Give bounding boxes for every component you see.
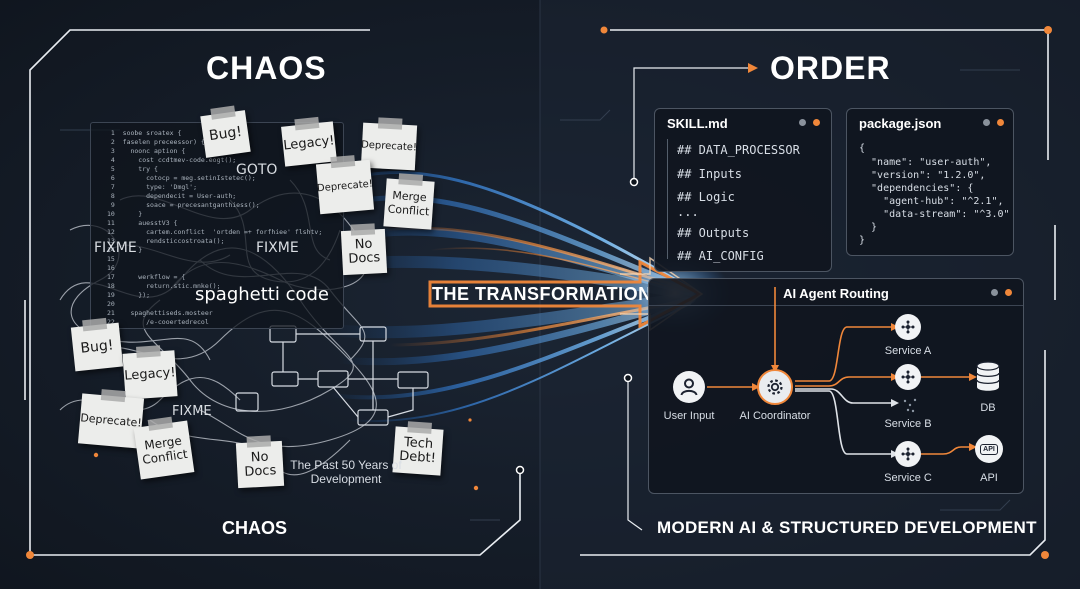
ai-coordinator-label: AI Coordinator <box>739 410 811 422</box>
skill-md-line: ## Logic <box>677 190 735 204</box>
package-json-line: "agent-hub": "^2.1", <box>859 196 1004 207</box>
legacy-code-line: 1 soobe sroatex { <box>107 129 182 137</box>
legacy-code-line: 11 auesstV3 { <box>107 219 178 227</box>
window-dot-icon <box>991 289 998 296</box>
skill-md-title: SKILL.md <box>667 116 728 131</box>
skill-md-line: ## Outputs <box>677 226 750 240</box>
sticky-note: No Docs <box>340 228 388 276</box>
db-label: DB <box>980 402 996 414</box>
scrawl-spaghetti-code: spaghetti code <box>195 284 329 305</box>
skill-md-line: ... <box>677 205 699 219</box>
chaos-footer: CHAOS <box>222 518 288 538</box>
legacy-code-text: 1 soobe sroatex { 2 faselen preceessor) … <box>107 129 322 327</box>
skill-md-line: ## DATA_PROCESSOR <box>677 143 800 157</box>
gear-icon <box>757 369 793 405</box>
legacy-code-line: 9 soace = precesantganthiess(); <box>107 201 260 209</box>
sticky-note: Bug! <box>70 322 124 372</box>
legacy-code-line: 18 return.stic.mnke(); <box>107 282 221 290</box>
package-json-line: } <box>859 235 866 246</box>
scrawl-fixme: FIXME <box>256 240 299 256</box>
legacy-code-line: 20 <box>107 300 123 308</box>
window-dot-icon <box>1005 289 1012 296</box>
legacy-code-line: 19 }); <box>107 291 151 299</box>
sticky-note: Merge Conflict <box>133 420 195 480</box>
sticky-note: Bug! <box>200 110 251 158</box>
user-input-label: User Input <box>663 410 715 422</box>
chaos-caption: The Past 50 Years of Development <box>290 458 402 486</box>
window-dot-icon <box>983 119 990 126</box>
package-json-panel: package.json { "name": "user-auth", "ver… <box>846 108 1014 256</box>
legacy-code-line: 10 } <box>107 210 143 218</box>
order-heading: ORDER <box>770 50 891 86</box>
scrawl-fixme: FIXME <box>94 240 137 256</box>
service-network-icon <box>895 441 921 467</box>
legacy-code-line: 7 type: 'Dmgl'; <box>107 183 198 191</box>
legacy-code-line: 14 } <box>107 246 143 254</box>
legacy-code-line: 16 <box>107 264 123 272</box>
sticky-note: No Docs <box>235 440 285 489</box>
skill-md-line: ## Inputs <box>677 167 743 181</box>
legacy-code-line: 4 cost ccdtmev-code.eogt(); <box>107 156 237 164</box>
legacy-code-line: 2 faselen preceessor) { <box>107 138 205 146</box>
window-dot-icon <box>799 119 806 126</box>
package-json-line: "dependencies": { <box>859 183 974 194</box>
scrawl-goto: GOTO <box>236 162 278 178</box>
routing-panel-header <box>649 279 1023 306</box>
package-json-line: { <box>859 143 866 154</box>
routing-connectors <box>707 287 977 458</box>
ai-agent-routing-panel: AI Agent Routing <box>648 278 1024 494</box>
legacy-code-line: 12 cartem.conflict 'ortden =+ forfhiee' … <box>107 228 323 236</box>
skill-md-line: ## AI_CONFIG <box>677 249 764 263</box>
legacy-code-line: 17 werkflow = { <box>107 273 186 281</box>
window-dot-icon <box>813 119 820 126</box>
legacy-code-line: 21 spaghettiseds.mosteer <box>107 309 213 317</box>
package-json-line: "data-stream": "^3.0" <box>859 209 1010 220</box>
api-icon-text: API <box>980 443 998 455</box>
package-json-line: "name": "user-auth", <box>859 157 992 168</box>
legacy-code-line: 3 noonc aption { <box>107 147 186 155</box>
legacy-code-line: 15 <box>107 255 123 263</box>
package-json-line: } <box>859 222 878 233</box>
sticky-note: Legacy! <box>122 350 178 400</box>
sticky-note: Deprecate! <box>315 159 375 215</box>
legacy-code-line: 22 /e-cooertedrecol <box>107 318 209 326</box>
window-dot-icon <box>997 119 1004 126</box>
sticky-note: Merge Conflict <box>383 178 435 230</box>
skill-md-panel: SKILL.md ## DATA_PROCESSOR ## Inputs ## … <box>654 108 832 272</box>
package-json-title: package.json <box>859 116 942 131</box>
database-icon <box>975 361 1001 393</box>
sticky-note: Legacy! <box>281 121 337 167</box>
skill-md-gutter <box>667 139 668 259</box>
order-footer: MODERN AI & STRUCTURED DEVELOPMENT <box>657 518 1037 537</box>
service-network-icon <box>895 314 921 340</box>
service-a-label: Service A <box>884 345 932 357</box>
legacy-code-line: 5 try { <box>107 165 158 173</box>
legacy-code-line: 13 rendsticcostroata(); <box>107 237 225 245</box>
legacy-code-line: 8 dependecit = User-auth; <box>107 192 237 200</box>
chaos-heading: CHAOS <box>206 50 327 86</box>
legacy-code-line: 6 cotocp = meg.setinIstetec(); <box>107 174 256 182</box>
transformation-label: THE TRANSFORMATION <box>432 284 652 304</box>
service-c-label: Service C <box>884 472 932 484</box>
api-label: API <box>980 472 998 484</box>
routing-panel-title: AI Agent Routing <box>783 286 889 301</box>
service-network-icon <box>895 364 921 390</box>
package-json-line: "version": "1.2.0", <box>859 170 986 181</box>
api-icon: API <box>975 435 1003 463</box>
user-icon <box>673 371 705 403</box>
sticky-note: Deprecate! <box>77 393 145 449</box>
scrawl-fixme: FIXME <box>172 404 212 419</box>
service-b-label: Service B <box>884 418 932 430</box>
